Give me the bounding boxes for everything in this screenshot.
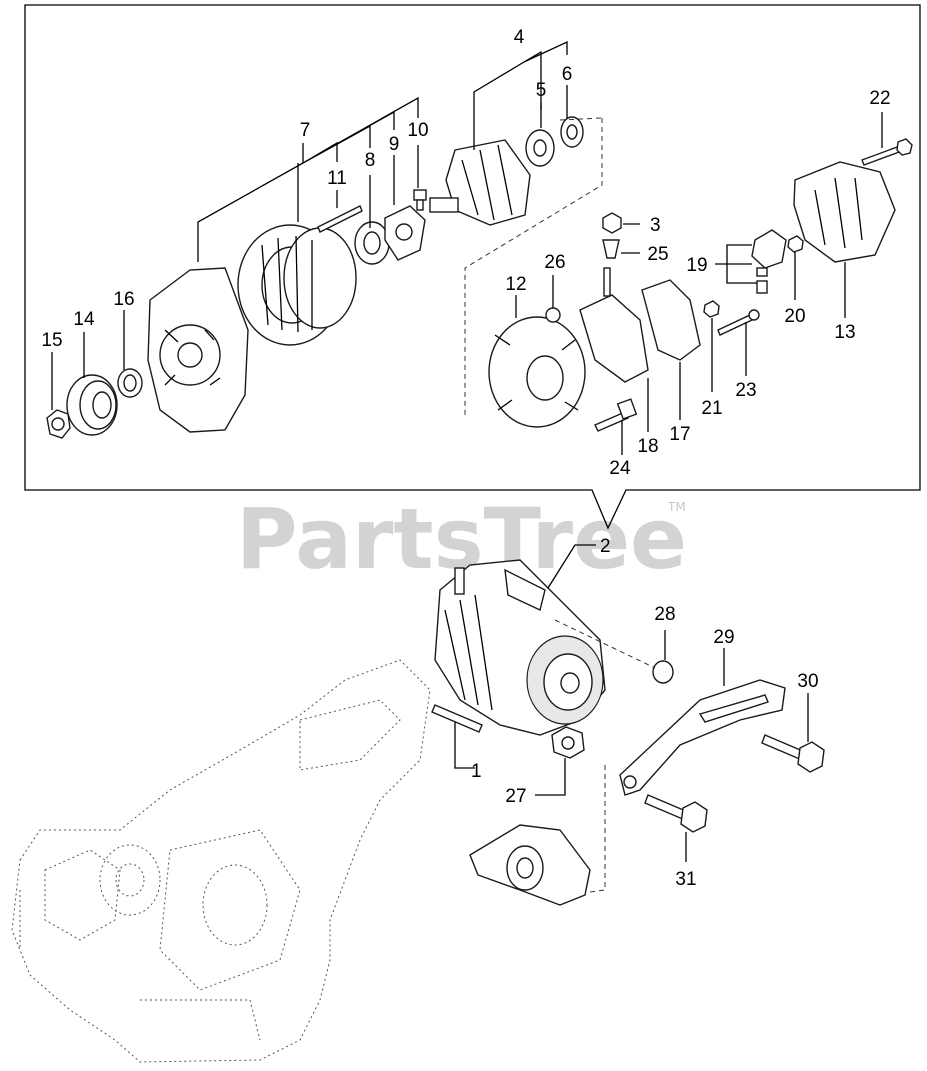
callout-31: 31 <box>675 869 696 890</box>
callout-7: 7 <box>300 120 311 141</box>
regulator-screw <box>717 309 760 336</box>
rectifier <box>579 267 649 383</box>
callout-25: 25 <box>647 244 668 265</box>
callout-3: 3 <box>650 215 661 236</box>
callout-10: 10 <box>407 120 428 141</box>
pulley <box>66 374 118 436</box>
callout-27: 27 <box>505 786 526 807</box>
alternator-nut <box>551 726 585 759</box>
cover-nut <box>787 235 804 253</box>
retainer-screw <box>413 189 427 211</box>
terminal-set <box>751 229 787 294</box>
callout-29: 29 <box>713 627 734 648</box>
bushing-28 <box>652 660 674 684</box>
callout-13: 13 <box>834 322 855 343</box>
callout-20: 20 <box>784 306 805 327</box>
callout-17: 17 <box>669 424 690 445</box>
terminal-nut <box>602 212 622 234</box>
nut-small <box>545 307 561 323</box>
regulator-brush-holder <box>641 279 701 361</box>
rotor-bearing <box>525 129 555 167</box>
rear-frame <box>488 316 586 428</box>
drive-end-frame <box>147 267 249 433</box>
engine-block-outline <box>11 659 431 1063</box>
callout-23: 23 <box>735 380 756 401</box>
callout-30: 30 <box>797 671 818 692</box>
explode-dash-line <box>464 117 603 418</box>
spacer-collar <box>117 368 143 398</box>
leader-lines <box>51 40 883 862</box>
callout-26: 26 <box>544 252 565 273</box>
bushing-guide-line <box>554 619 656 669</box>
callout-numbers: 1 2 3 4 5 6 7 8 9 10 11 12 13 14 15 16 1… <box>41 27 890 890</box>
callout-11: 11 <box>327 168 347 189</box>
callout-4: 4 <box>514 27 525 48</box>
bearing <box>354 221 390 265</box>
stud-bolt <box>317 205 363 233</box>
callout-5: 5 <box>536 80 547 101</box>
alternator-assembly <box>434 559 606 736</box>
callout-8: 8 <box>365 150 376 171</box>
pump-guide-line <box>589 765 606 893</box>
callout-21: 21 <box>701 398 722 419</box>
mounting-stud <box>431 704 483 733</box>
pulley-nut <box>46 409 71 439</box>
callout-6: 6 <box>562 64 573 85</box>
pump-mount <box>469 824 591 906</box>
bracket-bolt-upper <box>761 734 825 773</box>
callout-22: 22 <box>869 88 890 109</box>
bracket-bolt-lower <box>644 794 708 833</box>
exploded-view-frame <box>24 4 921 530</box>
watermark-trademark: TM <box>667 500 686 514</box>
callout-1: 1 <box>471 761 482 782</box>
callout-12: 12 <box>505 274 526 295</box>
terminal-insulator <box>602 239 620 259</box>
adjusting-bracket <box>619 679 786 796</box>
bearing-retainer <box>384 205 426 261</box>
regulator-nut <box>703 300 720 318</box>
callout-28: 28 <box>654 604 675 625</box>
through-bolt <box>594 398 638 432</box>
callout-18: 18 <box>637 436 658 457</box>
cover-bolt <box>861 138 913 166</box>
callout-24: 24 <box>609 458 631 479</box>
callout-9: 9 <box>389 134 400 155</box>
washer <box>560 116 584 148</box>
stator <box>237 224 357 346</box>
callout-19: 19 <box>686 255 707 276</box>
callout-2: 2 <box>600 536 611 557</box>
callout-14: 14 <box>73 309 95 330</box>
callout-16: 16 <box>113 289 134 310</box>
rear-cover <box>793 161 896 263</box>
callout-15: 15 <box>41 330 62 351</box>
rotor <box>429 139 531 226</box>
